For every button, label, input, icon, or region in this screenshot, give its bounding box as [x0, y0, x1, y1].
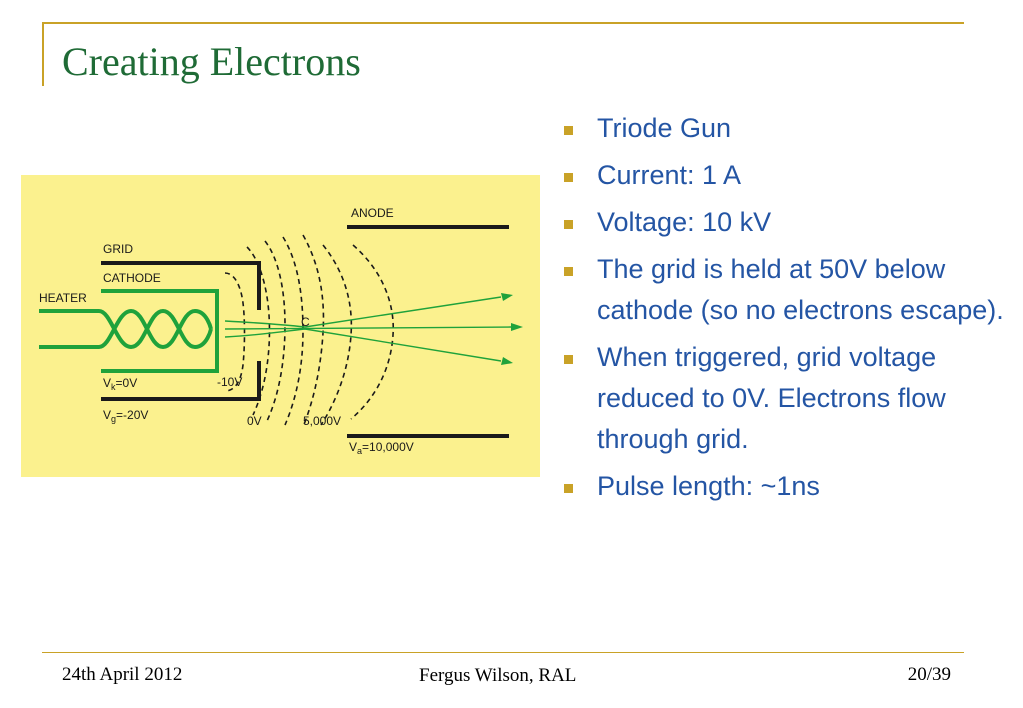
bullet-item: Triode Gun [560, 108, 1020, 149]
equipotential-5000v [320, 244, 353, 426]
bullet-square-icon [564, 173, 573, 182]
left-frame-line [42, 22, 44, 86]
electron-beams [224, 296, 512, 362]
triode-gun-diagram: ANODE GRID CATHODE HEATER C Vk=0V Vg=-20… [21, 175, 540, 477]
beam-center [224, 326, 512, 330]
footer-date: 24th April 2012 [62, 664, 183, 685]
label-cathode: CATHODE [103, 271, 161, 285]
bullet-item: When triggered, grid voltage reduced to … [560, 337, 1020, 460]
bullet-item: Pulse length: ~1ns [560, 466, 1020, 507]
beam-lower-arrowhead [501, 357, 513, 365]
bullet-square-icon [564, 355, 573, 364]
equipotential-minus10 [224, 272, 246, 392]
equipotential-lines [224, 234, 395, 428]
label-minus10: -10V [217, 375, 242, 389]
diagram-svg: ANODE GRID CATHODE HEATER C Vk=0V Vg=-20… [39, 206, 523, 456]
heater-coil-a [98, 308, 213, 350]
equipotential-1 [246, 246, 271, 416]
bullet-square-icon [564, 267, 573, 276]
label-heater: HEATER [39, 291, 87, 305]
label-vk: Vk=0V [103, 376, 137, 392]
footer-author: Fergus Wilson, RAL [419, 665, 577, 686]
bullet-square-icon [564, 126, 573, 135]
equipotential-3 [282, 236, 304, 426]
bullet-item: The grid is held at 50V below cathode (s… [560, 249, 1020, 331]
beam-center-arrowhead [511, 323, 523, 331]
bullet-item: Current: 1 A [560, 155, 1020, 196]
heater-coil-b [98, 308, 213, 350]
bullet-square-icon [564, 220, 573, 229]
bullet-list: Triode Gun Current: 1 A Voltage: 10 kV T… [560, 108, 1020, 513]
cathode-body [101, 289, 219, 373]
equipotential-0v [264, 240, 286, 422]
beam-upper [224, 296, 502, 328]
label-vg: Vg=-20V [103, 408, 148, 424]
bullet-square-icon [564, 484, 573, 493]
footer-page-number: 20/39 [907, 664, 951, 685]
label-five-kv: 5,000V [303, 414, 341, 428]
beam-lower [224, 328, 502, 362]
label-anode: ANODE [351, 206, 394, 220]
label-va: Va=10,000V [349, 440, 414, 456]
equipotential-6 [350, 244, 395, 420]
equipotential-4 [302, 234, 325, 428]
grid-upper [101, 261, 261, 310]
label-crossover: C [301, 315, 310, 329]
top-frame-line [42, 22, 964, 24]
bullet-item: Voltage: 10 kV [560, 202, 1020, 243]
beam-upper-arrowhead [501, 293, 513, 301]
label-zero-v: 0V [247, 414, 262, 428]
slide-title: Creating Electrons [62, 39, 361, 84]
label-grid: GRID [103, 242, 133, 256]
footer-divider [42, 652, 964, 653]
